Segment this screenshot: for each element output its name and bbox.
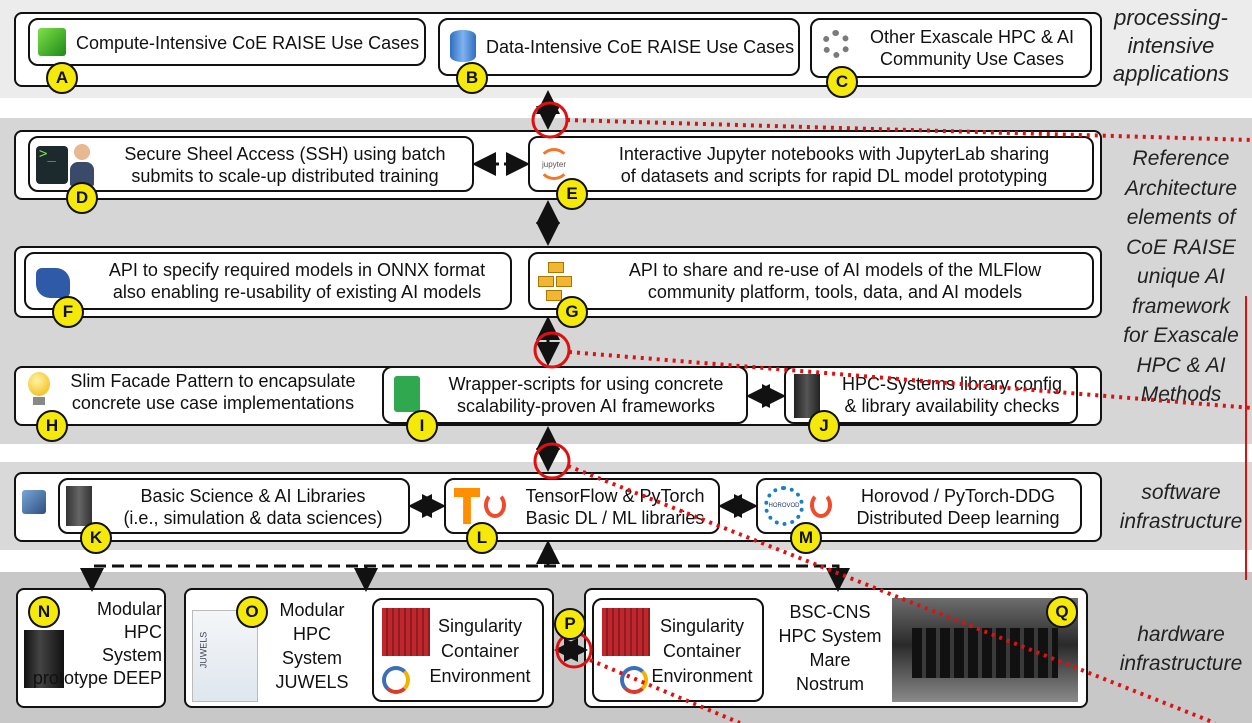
software-layer-label: software infrastructure [1119, 481, 1243, 533]
badge-p: P [554, 608, 586, 640]
onnx-api-card[interactable]: API to specify required models in ONNX f… [24, 252, 512, 310]
container-icon-2 [602, 608, 650, 656]
dl-libs-label: TensorFlow & PyTorch Basic DL / ML libra… [525, 486, 705, 528]
use-case-a-label: Compute-Intensive CoE RAISE Use Cases [76, 33, 420, 53]
database-icon [450, 30, 476, 62]
datacenter-photo [892, 598, 1078, 702]
reference-layer-label: Reference Architecture elements of CoE R… [1123, 147, 1239, 406]
badge-e: E [556, 178, 588, 210]
badge-m: M [790, 522, 822, 554]
container-icon [382, 608, 430, 656]
distributed-dl-label: Horovod / PyTorch-DDG Distributed Deep l… [856, 486, 1060, 528]
badge-g: G [556, 296, 588, 328]
badge-j: J [808, 410, 840, 442]
gear-icon [822, 30, 850, 58]
jupyter-icon: jupyter [538, 148, 570, 180]
pytorch-icon [484, 492, 506, 518]
badge-b: B [456, 62, 488, 94]
server-icon [66, 486, 92, 526]
pytorch-ddg-icon [810, 492, 832, 518]
badge-c: C [826, 66, 858, 98]
jupyter-card[interactable]: jupyter Interactive Jupyter notebooks wi… [528, 136, 1094, 192]
badge-d: D [66, 182, 98, 214]
jupyter-label: Interactive Jupyter notebooks with Jupyt… [618, 144, 1050, 186]
use-case-a-card[interactable]: Compute-Intensive CoE RAISE Use Cases [28, 18, 426, 66]
singularity-icon-2 [620, 666, 648, 694]
jupyter-logo-text: jupyter [541, 159, 566, 169]
horovod-icon: HOROVOD [764, 486, 804, 526]
badge-o: O [236, 596, 268, 628]
juwels-container-label: Singularity Container Environment [429, 616, 531, 686]
use-case-c-label: Other Exascale HPC & AI Community Use Ca… [869, 27, 1075, 69]
marenostrum-container-card[interactable]: Singularity Container Environment [592, 598, 764, 702]
wrapper-scripts-card[interactable]: Wrapper-scripts for using concrete scala… [382, 366, 748, 424]
badge-k: K [80, 522, 112, 554]
applications-layer-label: processing- intensive applications [1112, 5, 1230, 86]
juwels-container-card[interactable]: Singularity Container Environment [372, 598, 544, 702]
badge-q: Q [1046, 596, 1078, 628]
badge-h: H [36, 410, 68, 442]
puzzle-icon [36, 268, 70, 298]
cube-icon [22, 490, 46, 514]
ssh-card[interactable]: >_ Secure Sheel Access (SSH) using batch… [28, 136, 474, 192]
use-case-c-card[interactable]: Other Exascale HPC & AI Community Use Ca… [810, 18, 1092, 78]
ssh-label: Secure Sheel Access (SSH) using batch su… [124, 144, 446, 186]
org-chart-icon [538, 262, 572, 301]
juwels-system-label: Modular HPC System JUWELS [275, 600, 349, 692]
distributed-dl-card[interactable]: HOROVOD Horovod / PyTorch-DDG Distribute… [756, 478, 1082, 534]
marenostrum-container-label: Singularity Container Environment [651, 616, 753, 686]
badge-f: F [52, 296, 84, 328]
lightbulb-icon [28, 372, 50, 406]
hpc-config-card[interactable]: HPC-Systems library config & library ava… [784, 366, 1078, 424]
highlight-circle-1 [531, 101, 569, 139]
juwels-cabinet-icon: JUWELS [192, 610, 258, 702]
singularity-icon [382, 666, 410, 694]
terminal-icon: >_ [36, 146, 68, 184]
server-rack-icon [794, 374, 820, 418]
facade-label: Slim Facade Pattern to encapsulate concr… [70, 371, 356, 413]
deep-rack-icon [24, 630, 64, 688]
badge-i: I [406, 410, 438, 442]
wrapper-scripts-label: Wrapper-scripts for using concrete scala… [448, 374, 724, 416]
highlight-circle-2 [533, 331, 571, 369]
badge-n: N [28, 596, 60, 628]
use-case-b-card[interactable]: Data-Intensive CoE RAISE Use Cases [438, 18, 800, 76]
green-cube-icon [38, 28, 66, 56]
highlight-circle-3 [533, 442, 571, 480]
mlflow-api-label: API to share and re-use of AI models of … [628, 260, 1042, 302]
hpc-config-label: HPC-Systems library config & library ava… [841, 374, 1063, 416]
science-libs-label: Basic Science & AI Libraries (i.e., simu… [123, 486, 383, 528]
deep-system-label: Modular HPC System prototype DEEP [32, 599, 162, 688]
onnx-api-label: API to specify required models in ONNX f… [108, 260, 486, 302]
dashed-hardware-bus [90, 564, 840, 582]
mlflow-api-card[interactable]: API to share and re-use of AI models of … [528, 252, 1094, 310]
badge-l: L [466, 522, 498, 554]
marenostrum-system-label: BSC-CNS HPC System Mare Nostrum [778, 602, 882, 694]
hardware-layer-label: hardware infrastructure [1119, 623, 1243, 675]
science-libs-card[interactable]: Basic Science & AI Libraries (i.e., simu… [58, 478, 410, 534]
horovod-logo-text: HOROVOD [768, 503, 800, 509]
script-doc-icon [394, 376, 420, 412]
badge-a: A [46, 62, 78, 94]
use-case-b-label: Data-Intensive CoE RAISE Use Cases [486, 37, 795, 57]
